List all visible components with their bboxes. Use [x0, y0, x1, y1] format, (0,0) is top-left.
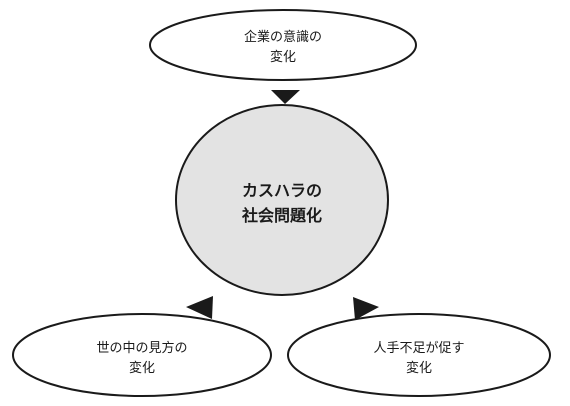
node-customer-harassment-shape [175, 104, 389, 296]
arrow-down-triangle [271, 90, 300, 104]
node-public-perception-line2: 変化 [129, 360, 155, 376]
arrow-left-triangle [186, 296, 213, 319]
node-labor-shortage-shape [287, 313, 551, 397]
node-public-perception: 世の中の見方の 変化 [12, 313, 272, 397]
node-public-perception-line1: 世の中の見方の [96, 340, 187, 356]
arrow-right-triangle [353, 297, 379, 320]
node-customer-harassment-line2: 社会問題化 [241, 206, 322, 225]
node-corporate-awareness: 企業の意識の 変化 [149, 9, 417, 81]
node-labor-shortage-line2: 変化 [406, 360, 432, 376]
node-customer-harassment: カスハラの 社会問題化 [175, 104, 389, 296]
node-corporate-awareness-line1: 企業の意識の [244, 29, 322, 45]
node-corporate-awareness-shape [149, 9, 417, 81]
node-public-perception-shape [12, 313, 272, 397]
node-customer-harassment-line1: カスハラの [242, 181, 322, 200]
node-labor-shortage: 人手不足が促す 変化 [287, 313, 551, 397]
node-labor-shortage-line1: 人手不足が促す [373, 341, 464, 356]
node-corporate-awareness-line2: 変化 [270, 49, 296, 65]
